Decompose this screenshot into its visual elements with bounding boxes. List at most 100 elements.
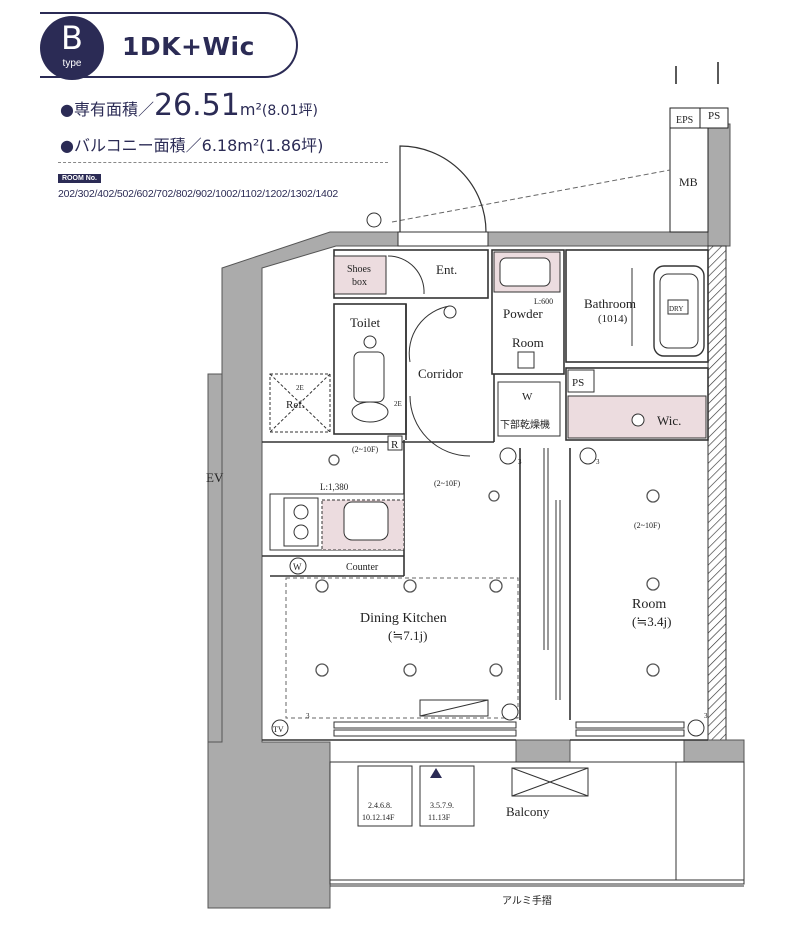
header-divider (58, 162, 388, 163)
room-bathroom-outline (565, 249, 709, 363)
wall-north-mid (487, 231, 721, 247)
floors-b-2: 11.13F (428, 813, 451, 822)
shoes-box (333, 255, 387, 295)
room-label-2: (≒3.4j) (632, 614, 671, 629)
wall-east-hatched (707, 245, 727, 741)
ps-inner-box (567, 369, 595, 393)
sub-2e-b: 2E (394, 400, 402, 408)
balcony-label: Balcony (506, 804, 550, 819)
wic-light-icon (631, 413, 645, 427)
floors-b-marker (430, 768, 442, 778)
toilet-bowl (351, 401, 389, 423)
entrance-label: Ent. (436, 262, 457, 277)
toilet-light-icon (363, 335, 377, 349)
l1380-label: L:1,380 (320, 482, 349, 492)
type-letter: B (61, 19, 83, 57)
shoes-box-label-2: box (352, 277, 367, 288)
fridge-space (269, 373, 331, 433)
washer-label: W (522, 391, 533, 403)
eps-label: EPS (676, 115, 693, 126)
powder-label-1: Powder (503, 306, 543, 321)
counter-label: Counter (346, 562, 379, 573)
room-powder-outline (491, 249, 565, 375)
dry-label: DRY (669, 305, 683, 313)
sub-3c: 3 (306, 712, 310, 720)
toilet-label: Toilet (350, 315, 381, 330)
sub-3d: 3 (704, 712, 708, 720)
sub-3b: 3 (596, 458, 600, 466)
plan-type-header (40, 12, 298, 78)
dk-label-2: (≒7.1j) (388, 628, 427, 643)
wall-south-mid (515, 739, 571, 763)
handrail-label: アルミ手摺 (502, 894, 552, 907)
bathroom-label: Bathroom (584, 296, 636, 311)
balcony-area: ●バルコニー面積／6.18m²(1.86坪) (60, 132, 323, 156)
shoes-box-door-swing (387, 255, 425, 295)
type-word: type (62, 58, 82, 69)
range-corr: (2~10F) (434, 479, 460, 488)
cooktop-icon (283, 497, 319, 547)
floors-b-box (419, 765, 475, 827)
exclusive-area: ●専有面積／26.51m²(8.01坪) (60, 88, 318, 123)
ref-label: Ref. (286, 399, 305, 411)
room-no-list: 202/302/402/502/602/702/802/902/1002/110… (58, 188, 338, 200)
dk-ceiling-outline (285, 577, 519, 719)
ev-label: EV (206, 470, 224, 485)
balcony-area-value: 6.18m²(1.86坪) (201, 136, 324, 155)
room-label-1: Room (632, 597, 666, 612)
ps-top-label: PS (708, 110, 720, 122)
sub-2e-a: 2E (296, 384, 304, 392)
dk-downlights (315, 454, 503, 677)
corridor-door-bottom (409, 395, 471, 457)
ps-shaft-top (699, 107, 729, 129)
washer-pan (497, 381, 561, 437)
dryer-label: 下部乾燥機 (500, 418, 550, 431)
room-no-label: ROOM No. (58, 174, 101, 183)
corridor-light-icon (443, 305, 457, 319)
toilet-tank (353, 351, 385, 403)
ps-inner-label: PS (572, 377, 584, 389)
entry-door-swing (399, 145, 487, 233)
mb-label: MB (679, 175, 698, 189)
wic-label: Wic. (657, 413, 681, 428)
floors-b-1: 3.5.7.9. (430, 801, 454, 810)
type-badge: B type (40, 16, 104, 80)
exclusive-area-label: ●専有面積／ (60, 100, 154, 119)
mb-shaft (669, 127, 709, 233)
bathroom-size: (1014) (598, 313, 628, 325)
powder-label-2: Room (512, 335, 544, 350)
r-label: R (391, 439, 399, 451)
kitchen-sink (343, 501, 389, 541)
room-wic-outline (565, 367, 709, 441)
range-room: (2~10F) (634, 521, 660, 530)
r-mark (387, 435, 403, 451)
sub-3a: 3 (518, 458, 522, 466)
floors-a-1: 2.4.6.8. (368, 801, 392, 810)
exclusive-area-tsubo: (8.01坪) (261, 103, 318, 119)
tv-label: TV (273, 725, 284, 734)
corridor-label: Corridor (418, 366, 463, 381)
balcony-outline (329, 761, 745, 885)
corridor-door-top (408, 305, 451, 363)
room-downlights (646, 489, 660, 677)
shoes-box-label-1: Shoes (347, 264, 371, 275)
wall-south-east (683, 739, 745, 763)
wall-mb-block (707, 123, 731, 247)
dry-unit (667, 299, 689, 315)
wall-ev-strip (207, 373, 223, 743)
exclusive-area-value: 26.51 (153, 88, 240, 123)
dk-label-1: Dining Kitchen (360, 611, 447, 626)
floors-a-2: 10.12.14F (362, 813, 395, 822)
range-dk: (2~10F) (352, 445, 378, 454)
south-windows (333, 721, 685, 737)
l600-label: L:600 (534, 297, 553, 306)
floors-a-box (357, 765, 413, 827)
plan-type-title: 1DK+Wic (122, 32, 255, 61)
w-mark-label: W (293, 562, 302, 572)
w-mark-icon (289, 557, 307, 575)
powder-vent-icon (517, 351, 535, 369)
tv-outlet-icon (271, 719, 289, 737)
entry-light-icon (366, 212, 382, 228)
exclusive-area-unit: m² (239, 100, 262, 119)
